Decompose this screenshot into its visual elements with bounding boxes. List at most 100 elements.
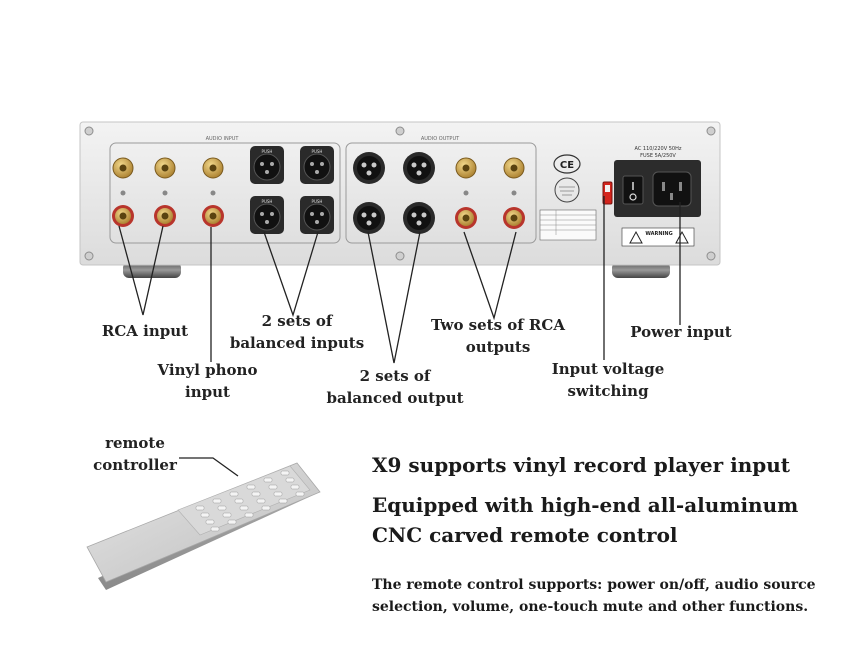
warning-label-text: WARNING: [645, 231, 672, 237]
rca-jack: [154, 205, 176, 227]
xlr-connector: [353, 202, 385, 234]
callout-rca-outputs-line1: Two sets of RCA: [431, 316, 565, 334]
input-section-label: AUDIO INPUT: [206, 136, 240, 142]
remote-button: [222, 512, 232, 518]
push-label: PUSH: [312, 199, 323, 204]
rca-output-jacks: [455, 157, 525, 229]
xlr-connector: PUSH: [300, 146, 334, 184]
remote-button: [268, 484, 278, 490]
remote-button-panel: [177, 465, 311, 536]
callout-balanced-inputs-line2: balanced inputs: [229, 334, 365, 352]
ac-spec-line2: FUSE 5A/250V: [640, 153, 676, 159]
xlr-output-connectors: [353, 152, 435, 234]
push-label: PUSH: [262, 149, 273, 154]
xlr-connector: PUSH: [250, 146, 284, 184]
xlr-connector: PUSH: [250, 196, 284, 234]
spec-label-lines: [540, 210, 596, 235]
rca-jack: [112, 157, 134, 179]
callout-leader-lines: [118, 196, 681, 477]
remote-button: [295, 491, 305, 497]
callout-power-input-text: Power input: [630, 323, 732, 341]
remote-functions-description: The remote control supports: power on/of…: [372, 577, 816, 615]
headline-remote-line2: CNC carved remote control: [372, 523, 678, 547]
rca-jack: [455, 207, 477, 229]
headline-vinyl-support: X9 supports vinyl record player input: [372, 453, 790, 477]
headline-remote-line1: Equipped with high-end all-aluminum: [372, 493, 799, 517]
ce-mark-oval: [553, 154, 581, 174]
remote-button: [256, 498, 266, 504]
rca-jack: [503, 207, 525, 229]
xlr-connector: PUSH: [300, 196, 334, 234]
remote-button: [263, 477, 273, 483]
remote-button: [205, 519, 215, 525]
callout-rca-outputs: Two sets of RCA outputs: [428, 314, 568, 358]
rubber-foot-left: [123, 262, 181, 278]
rca-input-jacks: [112, 157, 224, 227]
ac-spec-line1: AC 110/220V 50Hz: [635, 146, 682, 152]
phono-jack: [202, 205, 224, 227]
rca-jack: [503, 157, 525, 179]
output-section-label: AUDIO OUTPUT: [421, 136, 460, 142]
remote-button: [251, 491, 261, 497]
callout-vinyl-phono-line1: Vinyl phono: [157, 361, 258, 379]
callout-rca-input-text: RCA input: [101, 322, 189, 340]
callout-voltage-switch-line1: Input voltage: [551, 360, 665, 378]
callout-balanced-output: 2 sets of balanced output: [325, 365, 465, 409]
callout-remote-line1: remote: [105, 434, 165, 452]
remote-button: [290, 484, 300, 490]
push-label: PUSH: [312, 149, 323, 154]
remote-button: [280, 470, 290, 476]
voltage-switch-slider: [605, 185, 610, 192]
rca-jack: [112, 205, 134, 227]
remote-button: [246, 484, 256, 490]
quality-seal-details: [559, 186, 575, 196]
xlr-connector: [403, 152, 435, 184]
callout-balanced-output-line2: balanced output: [326, 389, 464, 407]
remote-button: [273, 491, 283, 497]
callout-remote-controller: remote controller: [80, 432, 190, 476]
remote-button: [212, 498, 222, 504]
push-label: PUSH: [262, 199, 273, 204]
rca-jack: [154, 157, 176, 179]
callout-voltage-switch: Input voltage switching: [545, 358, 671, 402]
warning-triangle-icon: [629, 230, 643, 244]
callout-balanced-inputs-line1: 2 sets of: [261, 312, 333, 330]
callout-vinyl-phono: Vinyl phono input: [150, 359, 265, 403]
remote-buttons: [195, 470, 305, 532]
remote-controller: [86, 462, 321, 590]
callout-remote-line2: controller: [93, 456, 177, 474]
xlr-input-connectors: PUSH PUSH PUSH PUSH: [250, 146, 334, 234]
chassis-screws: [84, 126, 716, 261]
quality-seal: [554, 177, 580, 203]
remote-button: [217, 505, 227, 511]
remote-button: [261, 505, 271, 511]
remote-button: [285, 477, 295, 483]
warning-label: [621, 227, 695, 247]
callout-rca-outputs-line2: outputs: [465, 338, 531, 356]
xlr-connector: [403, 202, 435, 234]
remote-button: [210, 526, 220, 532]
output-section-frame: [345, 142, 537, 244]
callout-balanced-output-line1: 2 sets of: [359, 367, 431, 385]
ce-mark-text: CE: [560, 160, 574, 171]
remote-button: [278, 498, 288, 504]
callout-voltage-switch-line2: switching: [567, 382, 649, 400]
input-section-frame: [109, 142, 341, 244]
remote-button: [195, 505, 205, 511]
callout-balanced-inputs: 2 sets of balanced inputs: [227, 310, 367, 354]
callout-rca-input: RCA input: [100, 320, 190, 342]
iec-power-socket: [652, 171, 692, 207]
callout-power-input: Power input: [625, 321, 737, 343]
rubber-foot-right: [612, 262, 670, 278]
xlr-connector: [353, 152, 385, 184]
callout-vinyl-phono-line2: input: [185, 383, 230, 401]
rca-jack: [202, 157, 224, 179]
remote-button: [239, 505, 249, 511]
rca-jack: [455, 157, 477, 179]
remote-button: [200, 512, 210, 518]
remote-button: [229, 491, 239, 497]
remote-button: [234, 498, 244, 504]
remote-button: [244, 512, 254, 518]
